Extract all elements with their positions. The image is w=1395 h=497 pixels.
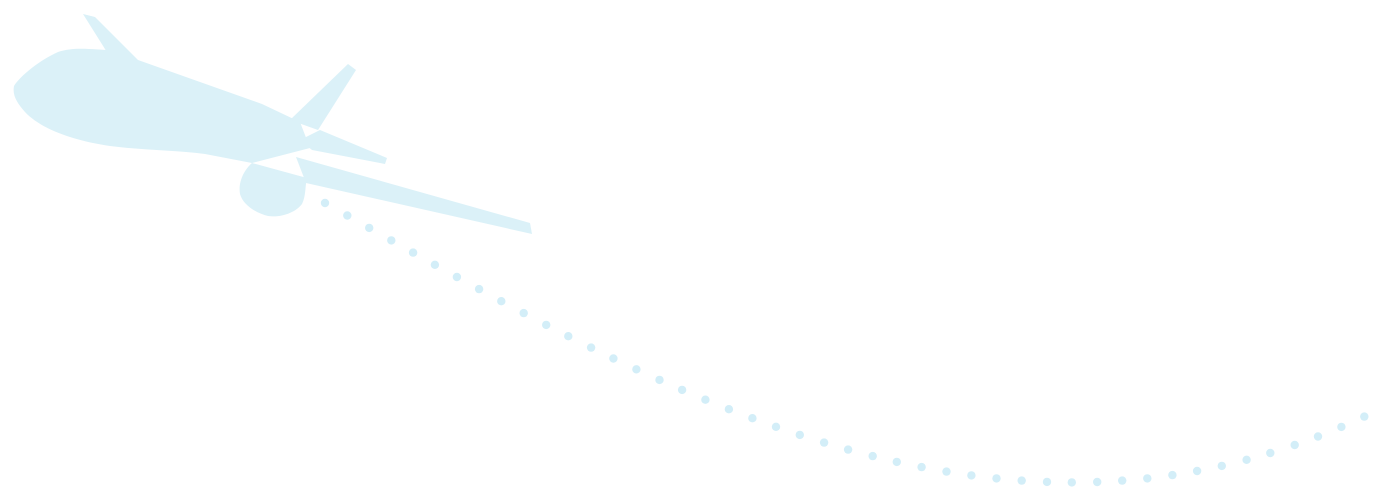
trail-dot <box>320 198 330 208</box>
trail-dot <box>795 430 804 440</box>
trail-dot <box>677 385 687 395</box>
trail-dot <box>1266 448 1275 458</box>
airplane-fuselage <box>13 48 310 163</box>
trail-dot <box>408 248 418 257</box>
trail-dot <box>632 365 641 374</box>
trail-dot <box>868 451 877 461</box>
trail-dot <box>1143 474 1152 483</box>
airplane-stabilizer <box>300 130 387 164</box>
trail-dot <box>1168 470 1177 480</box>
trail-dot <box>1017 476 1026 485</box>
trail-dot <box>1337 422 1346 432</box>
trail-dot <box>917 462 926 472</box>
trail-dot <box>843 445 853 454</box>
airplane-near-wing <box>296 157 532 234</box>
trail-dot <box>1360 412 1369 421</box>
trail-dot <box>1067 478 1077 487</box>
trail-dot <box>748 414 757 423</box>
trail-dot <box>724 405 734 414</box>
trail-dot <box>343 211 352 220</box>
trail-dot <box>474 284 484 294</box>
trail-dot <box>586 343 596 352</box>
trail-dot <box>967 471 976 480</box>
trail-dot <box>701 395 710 404</box>
trail-dot <box>1217 461 1227 471</box>
trail-dot <box>1118 476 1127 485</box>
trail-dot <box>1242 455 1251 464</box>
trail-dot <box>519 308 528 318</box>
trail-dot <box>1290 440 1299 450</box>
trail-dot <box>609 354 618 363</box>
airplane-far-wing <box>290 64 356 130</box>
trail-dot <box>564 332 573 341</box>
trail-dot <box>1042 477 1052 487</box>
trail-dot <box>1313 432 1323 441</box>
airplane-engine <box>239 163 307 217</box>
trail-dot <box>771 422 781 431</box>
trail-dot <box>1192 466 1202 476</box>
trail-dot <box>1093 477 1102 487</box>
trail-dot <box>497 297 506 306</box>
trail-dot <box>992 474 1001 483</box>
airplane-icon <box>13 14 532 234</box>
trail-dot <box>452 272 462 282</box>
trail-dot <box>819 438 829 447</box>
trail-dot <box>430 260 440 269</box>
trail-dot <box>655 375 664 385</box>
trail-dot <box>387 236 396 245</box>
flight-path-dots <box>320 198 1369 487</box>
trail-dot <box>892 457 901 467</box>
trail-dot <box>542 320 551 330</box>
trail-dot <box>365 223 374 233</box>
trail-dot <box>942 467 951 476</box>
airplane-tail-fin <box>83 14 138 60</box>
